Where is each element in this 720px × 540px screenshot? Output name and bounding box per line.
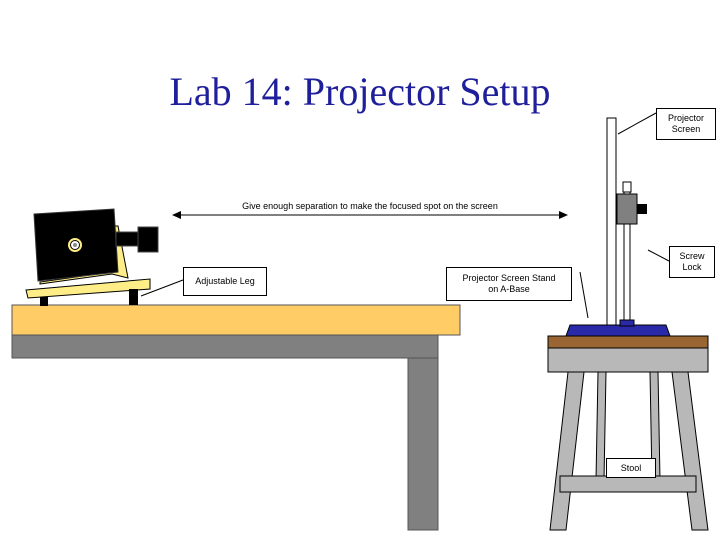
table-top xyxy=(11,304,461,336)
separation-arrow xyxy=(172,211,568,219)
stand-rod-cap xyxy=(622,181,632,193)
focus-knob-icon xyxy=(67,237,83,253)
stool-apron xyxy=(547,347,709,373)
stool-leg-back-left xyxy=(595,371,607,481)
projector-screen-label: Projector Screen xyxy=(656,108,716,140)
screw-lock-clamp xyxy=(616,193,638,225)
table-apron xyxy=(11,334,439,359)
screw-lock-label: Screw Lock xyxy=(669,246,715,278)
callout-stand xyxy=(579,271,589,319)
stool-label: Stool xyxy=(606,458,656,478)
callout-screen xyxy=(617,112,657,135)
projector-lens xyxy=(137,226,159,253)
table-leg xyxy=(407,357,439,531)
screen-stand-label: Projector Screen Stand on A-Base xyxy=(446,267,572,301)
projector xyxy=(25,208,159,306)
projector-base-plate xyxy=(25,278,151,299)
projector-screen xyxy=(606,117,617,327)
callout-screw-lock xyxy=(647,249,670,262)
callout-leg xyxy=(140,279,184,297)
screw-lock-knob xyxy=(637,204,647,214)
stool-leg-left xyxy=(549,371,585,531)
stool-rung xyxy=(559,475,697,493)
projector-adjustable-leg xyxy=(129,289,138,305)
stool-seat xyxy=(547,335,709,349)
stool-leg-right xyxy=(671,371,709,531)
lab-table xyxy=(11,304,461,531)
projector-neck xyxy=(115,231,141,247)
stool xyxy=(547,335,709,531)
projector-foot-left xyxy=(40,297,48,306)
callout-lines xyxy=(140,112,670,319)
screen-stand xyxy=(565,117,671,337)
adjustable-leg-label: Adjustable Leg xyxy=(183,267,267,296)
separation-label: Give enough separation to make the focus… xyxy=(242,201,498,211)
stand-a-base xyxy=(565,324,671,337)
stand-base-hub xyxy=(619,319,635,327)
page-title: Lab 14: Projector Setup xyxy=(169,69,551,114)
